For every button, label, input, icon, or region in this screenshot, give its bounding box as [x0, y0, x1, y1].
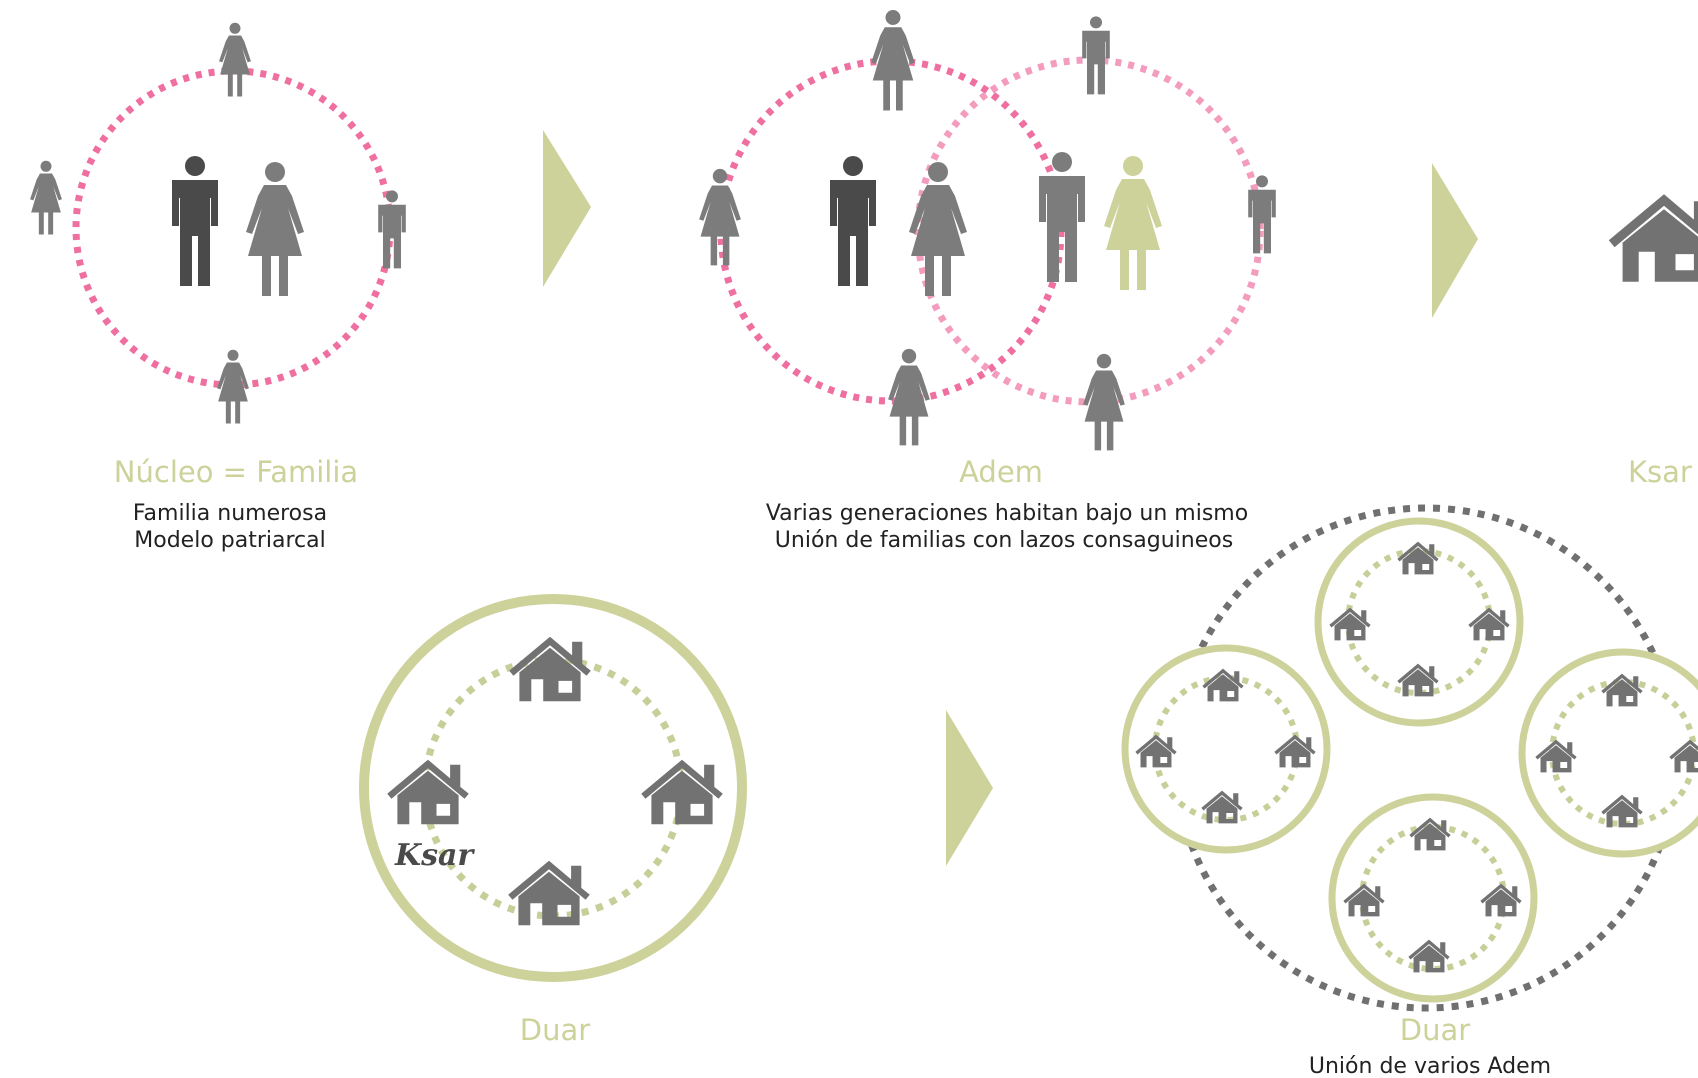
nucleo-ring [72, 67, 394, 389]
person-male-icon [1082, 16, 1110, 95]
person-female-icon [888, 348, 930, 446]
duar-single-group: Ksar [359, 594, 747, 982]
person-male-icon [830, 156, 876, 286]
duar-cluster-line1: Unión de varios Adem [1309, 1054, 1551, 1078]
nucleo-line2: Modelo patriarcal [134, 528, 325, 553]
person-female-icon [219, 22, 251, 97]
adem-cluster-top [1314, 517, 1524, 727]
adem-ring-right [914, 56, 1264, 406]
person-female-icon [30, 160, 62, 235]
duar-cluster-group [1121, 504, 1698, 1012]
nucleo-title: Núcleo = Familia [114, 455, 358, 489]
person-male-icon [172, 156, 218, 286]
nucleo-group [30, 22, 406, 424]
house-icon [508, 860, 590, 926]
adem-cluster-right [1518, 648, 1698, 858]
house-icon [1608, 194, 1698, 282]
person-male-icon [378, 190, 406, 269]
adem-title: Adem [959, 455, 1043, 489]
ksar-script-label: Ksar [394, 838, 475, 873]
arrow-right-icon [543, 130, 591, 287]
ksar-title: Ksar [1628, 455, 1692, 489]
house-icon [509, 636, 591, 702]
adem-line1: Varias generaciones habitan bajo un mism… [766, 501, 1248, 526]
person-female-icon [871, 10, 915, 111]
adem-ring-left [717, 57, 1065, 405]
nucleo-line1: Familia numerosa [133, 501, 327, 526]
adem-cluster-bottom [1328, 793, 1538, 1003]
person-female-icon [246, 162, 304, 296]
arrow-right-icon [1432, 163, 1478, 318]
duar-cluster-title: Duar [1400, 1013, 1470, 1047]
person-male-icon [1039, 152, 1085, 282]
arrow-right-icon [946, 710, 993, 866]
adem-line2: Unión de familias con lazos consaguineos [775, 528, 1233, 553]
adem-cluster-left [1121, 644, 1331, 854]
duar-single-title: Duar [520, 1013, 590, 1047]
person-female-icon [909, 162, 967, 296]
adem-group [699, 10, 1276, 451]
person-female-icon [699, 168, 741, 266]
duar-outer-ring [359, 594, 747, 982]
person-female-icon [1104, 156, 1162, 290]
